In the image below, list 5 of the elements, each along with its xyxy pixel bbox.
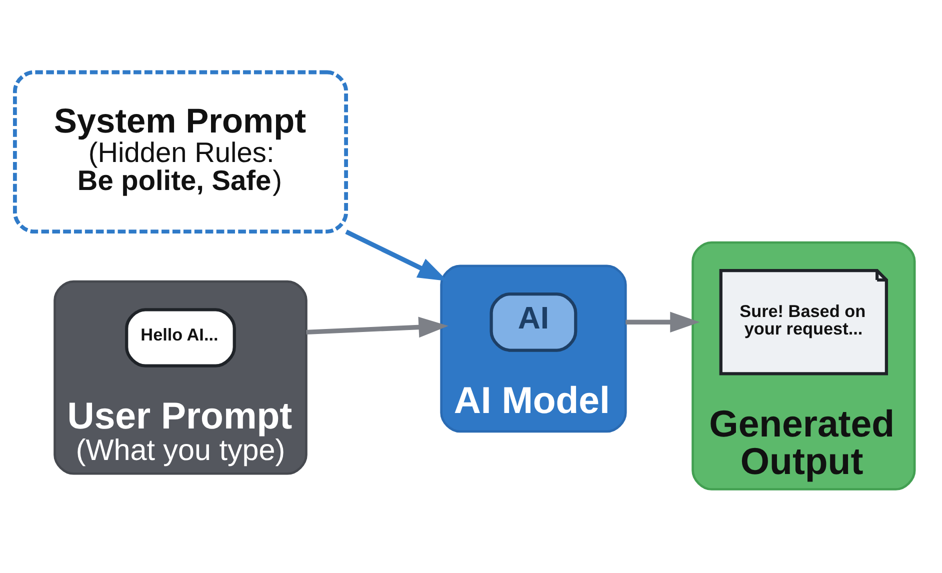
node-box: AI bbox=[490, 292, 578, 352]
node-box: Hello AI... bbox=[125, 308, 236, 367]
arrow bbox=[306, 316, 448, 338]
arrow bbox=[626, 311, 700, 332]
node-box: System Prompt (Hidden Rules: Be polite, Safe) bbox=[13, 70, 348, 233]
